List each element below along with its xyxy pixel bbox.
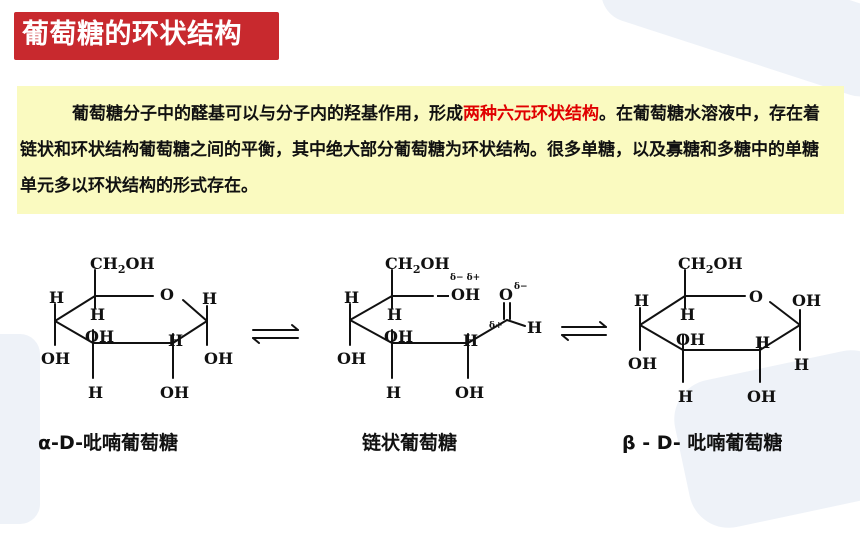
alpha-oh-bottom: OH — [160, 383, 189, 402]
beta-h-c2: H — [755, 333, 770, 352]
alpha-oh-c3: OH — [85, 327, 114, 346]
page-title: 葡萄糖的环状结构 — [22, 19, 242, 50]
alpha-caption: α-D-吡喃葡萄糖 — [38, 432, 178, 454]
chain-oh-c3: OH — [384, 327, 413, 346]
beta-caption: β - D- 吡喃葡萄糖 — [622, 432, 783, 454]
alpha-ring-oxygen: O — [160, 285, 174, 304]
glucose-structures-diagram: CH2OH O H H H OH OH H OH H OH CH2OH δ− δ… — [41, 254, 821, 406]
chain-delta-minus: δ− — [514, 282, 528, 292]
explanation-box — [17, 86, 844, 214]
beta-h-c5: H — [680, 305, 695, 324]
beta-h-left: H — [634, 291, 649, 310]
chain-h-bottom: H — [386, 383, 401, 402]
beta-h-right: H — [794, 355, 809, 374]
chain-h-left: H — [344, 288, 359, 307]
explanation-paragraph: 葡萄糖分子中的醛基可以与分子内的羟基作用，形成两种六元环状结构。在葡萄糖水溶液中… — [20, 96, 832, 204]
chain-delta-pair: δ− δ+ — [450, 273, 480, 283]
beta-oh-c3: OH — [676, 330, 705, 349]
chain-aldehyde-o: O — [499, 285, 513, 304]
alpha-h-bottom: H — [88, 383, 103, 402]
alpha-h-c5: H — [90, 305, 105, 324]
alpha-h-c2: H — [168, 331, 183, 350]
chain-oh-mid: OH — [451, 285, 480, 304]
chain-oh-bottom: OH — [455, 383, 484, 402]
beta-oh-right: OH — [792, 291, 821, 310]
alpha-h-left: H — [49, 288, 64, 307]
alpha-h-right: H — [202, 289, 217, 308]
chain-aldehyde-h: H — [527, 318, 542, 337]
beta-ring-oxygen: O — [749, 287, 763, 306]
beta-oh-left: OH — [628, 354, 657, 373]
chain-caption: 链状葡萄糖 — [362, 432, 458, 454]
title-banner — [14, 12, 279, 60]
chain-h-c2: H — [463, 331, 478, 350]
alpha-ch2oh-label: CH2OH — [90, 254, 155, 276]
chain-h-c5: H — [387, 305, 402, 324]
paragraph-text-before: 葡萄糖分子中的醛基可以与分子内的羟基作用，形成 — [72, 104, 463, 124]
alpha-oh-left: OH — [41, 349, 70, 368]
beta-oh-bottom: OH — [747, 387, 776, 406]
alpha-oh-right: OH — [204, 349, 233, 368]
chain-ch2oh-label: CH2OH — [385, 254, 450, 276]
paragraph-highlight: 两种六元环状结构 — [463, 104, 599, 124]
paragraph-text-after: 。在葡萄糖水溶液中，存在着链状和环状结构葡萄糖之间的平衡，其中绝大部分葡萄糖为环… — [20, 104, 820, 196]
beta-h-bottom: H — [678, 387, 693, 406]
beta-ch2oh-label: CH2OH — [678, 254, 743, 276]
chain-delta-plus: δ+ — [489, 321, 503, 331]
chain-oh-left: OH — [337, 349, 366, 368]
